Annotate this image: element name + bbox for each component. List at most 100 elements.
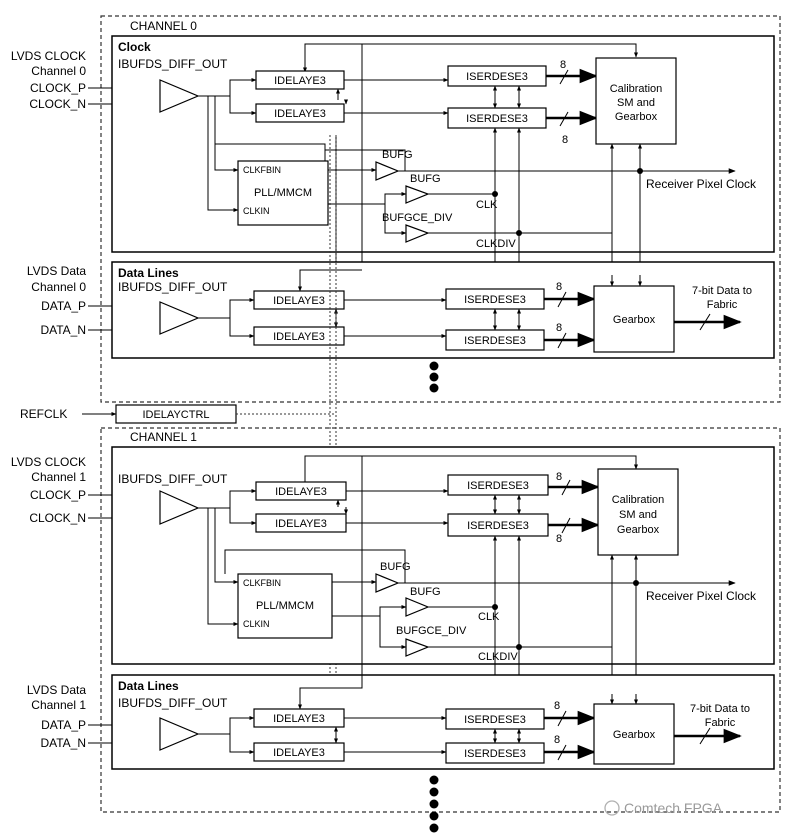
channel-1-title: CHANNEL 1 — [130, 430, 197, 444]
channel-1-data-ibufds-label: IBUFDS_DIFF_OUT — [118, 696, 228, 710]
channel-1-boundary — [100, 427, 781, 813]
channel-1-data-gearbox — [593, 703, 675, 765]
channel-0-fabric-out-line2: Fabric — [707, 299, 738, 311]
channel-0-pll-mmcm — [237, 160, 329, 226]
channel-1-clock-idelaye3-b-label: IDELAYE3 — [275, 518, 327, 530]
idelayctrl-label: IDELAYCTRL — [142, 409, 209, 421]
channel-1-bufgce-div-label: BUFGCE_DIV — [396, 625, 467, 637]
channel-1-data-gearbox-label: Gearbox — [613, 729, 656, 741]
channel-0-data-ibufds-label: IBUFDS_DIFF_OUT — [118, 280, 228, 294]
channel-1-data-section — [111, 674, 775, 770]
watermark-text: Comtech FPGA — [624, 800, 723, 816]
channel-1-pll-clkin: CLKIN — [243, 619, 270, 629]
channel-0-data-section-title: Data Lines — [118, 266, 179, 280]
channel-1-fabric-out-line1: 7-bit Data to — [690, 703, 750, 715]
channel-1-bufg-2-label: BUFG — [410, 586, 441, 598]
channel-0-clock-idelaye3-b-label: IDELAYE3 — [274, 108, 326, 120]
channel-0-bufg-2-icon — [405, 185, 430, 204]
channel-0-data-source-line2: Channel 0 — [31, 280, 86, 294]
channel-0-data-gearbox-label: Gearbox — [613, 314, 656, 326]
channel-0-data-idelaye3-a-label: IDELAYE3 — [273, 295, 325, 307]
channel-1-data-p-pin: DATA_P — [41, 718, 86, 732]
channel-0-bufg-1-icon — [375, 161, 400, 181]
channel-0-data-iserdese3-a-label: ISERDESE3 — [464, 294, 526, 306]
channel-0-clock-bus-b-width: 8 — [562, 134, 568, 146]
channel-1-data-section-title: Data Lines — [118, 679, 179, 693]
channel-1-calibration-line2: SM and — [619, 509, 657, 521]
channel-0-calibration-gearbox — [595, 57, 677, 145]
channel-0-data-iserdese3-b-label: ISERDESE3 — [464, 335, 526, 347]
channel-0-clock-iserdese3-b-label: ISERDESE3 — [466, 113, 528, 125]
channel-0-pll-clkfbin: CLKFBIN — [243, 165, 281, 175]
channel-1-clk-label: CLK — [478, 611, 500, 623]
channel-1-clock-p-pin: CLOCK_P — [30, 488, 86, 502]
channel-1-bufg-2-icon — [405, 597, 430, 617]
channel-1-data-bus-b-width: 8 — [554, 734, 560, 746]
channel-1-clkdiv-label: CLKDIV — [478, 651, 518, 663]
channel-0: CHANNEL 0 LVDS CLOCK Channel 0 CLOCK_P C… — [11, 15, 781, 403]
channel-0-pll-label: PLL/MMCM — [254, 187, 312, 199]
channel-0-pixel-clock-label: Receiver Pixel Clock — [646, 177, 757, 191]
channel-0-calibration-line1: Calibration — [610, 83, 663, 95]
channel-1-clock-ibufds-label: IBUFDS_DIFF_OUT — [118, 472, 228, 486]
channel-1-data-bus-a-width: 8 — [554, 700, 560, 712]
channel-0-clock-ibufds-buffer-icon — [159, 79, 200, 113]
channel-1-data-idelaye3-b-label: IDELAYE3 — [273, 747, 325, 759]
channel-0-fabric-out-line1: 7-bit Data to — [692, 285, 752, 297]
channel-1-clock-iserdese3-b-label: ISERDESE3 — [467, 520, 529, 532]
channel-1-bufg-1-label: BUFG — [380, 561, 411, 573]
channel-0-data-bus-b-width: 8 — [556, 322, 562, 334]
channel-1-data-n-pin: DATA_N — [40, 736, 86, 750]
channel-0-calibration-line2: SM and — [617, 97, 655, 109]
channel-1-calibration-line1: Calibration — [612, 494, 665, 506]
channel-1-pll-label: PLL/MMCM — [256, 600, 314, 612]
channel-0-bufg-2-label: BUFG — [410, 173, 441, 185]
channel-0-boundary — [100, 15, 781, 403]
channel-1-clock-iserdese3-a-label: ISERDESE3 — [467, 480, 529, 492]
channel-1-fabric-out-line2: Fabric — [705, 717, 736, 729]
channel-0-clock-section-title: Clock — [118, 40, 151, 54]
channel-0-clock-bus-a-width: 8 — [560, 59, 566, 71]
watermark: Comtech FPGA — [604, 800, 723, 816]
channel-0-data-idelaye3-b-label: IDELAYE3 — [273, 331, 325, 343]
channel-0-pll-clkin: CLKIN — [243, 206, 270, 216]
refclk-label: REFCLK — [20, 407, 67, 421]
channel-1-clock-n-pin: CLOCK_N — [29, 511, 86, 525]
channel-0-clkdiv-label: CLKDIV — [476, 238, 516, 250]
channel-1-data-source-line1: LVDS Data — [27, 683, 86, 697]
channel-1: CHANNEL 1 LVDS CLOCK Channel 1 CLOCK_P C… — [11, 427, 781, 833]
channel-0-bufg-1-label: BUFG — [382, 149, 413, 161]
channel-1-bufg-1-icon — [375, 573, 400, 593]
channel-1-clock-source-line2: Channel 1 — [31, 470, 86, 484]
channel-0-calibration-line3: Gearbox — [615, 111, 658, 123]
channel-0-bufgce-div-icon — [405, 224, 430, 243]
channel-1-clock-iserdese3-a — [447, 474, 549, 496]
channel-1-clock-source-line1: LVDS CLOCK — [11, 455, 86, 469]
channel-0-data-gearbox — [593, 285, 675, 353]
channel-0-title: CHANNEL 0 — [130, 19, 197, 33]
channel-0-clock-ibufds-label: IBUFDS_DIFF_OUT — [118, 57, 228, 71]
channel-0-data-ibufds-buffer-icon — [159, 301, 200, 335]
channel-1-pll-clkfbin: CLKFBIN — [243, 578, 281, 588]
channel-0-clock-source-line1: LVDS CLOCK — [11, 49, 86, 63]
channel-1-bufgce-div-icon — [405, 638, 430, 657]
watermark-logo-icon — [604, 800, 620, 816]
channel-0-data-bus-a-width: 8 — [556, 281, 562, 293]
channel-1-clock-bus-a-width: 8 — [556, 471, 562, 483]
channel-1-data-iserdese3-a-label: ISERDESE3 — [464, 714, 526, 726]
channel-1-data-iserdese3-b-label: ISERDESE3 — [464, 748, 526, 760]
channel-0-bufgce-div-label: BUFGCE_DIV — [382, 212, 453, 224]
channel-1-data-ibufds-buffer-icon — [159, 717, 200, 751]
channel-1-pixel-clock-label: Receiver Pixel Clock — [646, 589, 757, 603]
channel-1-clock-ibufds-buffer-icon — [159, 490, 200, 525]
channel-1-clock-bus-b-width: 8 — [556, 533, 562, 545]
channel-0-data-p-pin: DATA_P — [41, 299, 86, 313]
channel-1-clock-idelaye3-a-label: IDELAYE3 — [275, 486, 327, 498]
channel-0-data-section — [111, 261, 775, 359]
channel-1-data-idelaye3-a-label: IDELAYE3 — [273, 713, 325, 725]
channel-0-clock-n-pin: CLOCK_N — [29, 97, 86, 111]
channel-0-data-n-pin: DATA_N — [40, 323, 86, 337]
channel-0-clk-label: CLK — [476, 199, 498, 211]
channel-0-clock-p-pin: CLOCK_P — [30, 81, 86, 95]
